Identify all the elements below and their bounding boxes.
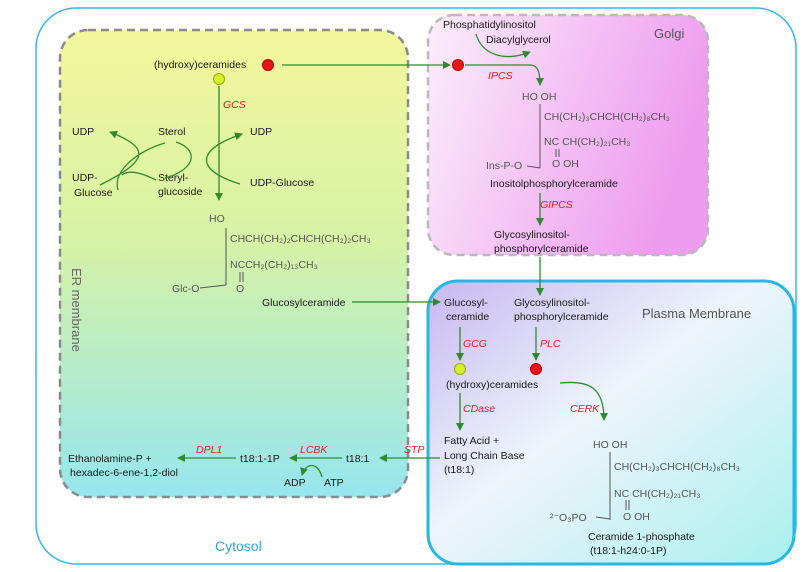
golgi-phosphatidylinositol: Phosphatidylinositol	[443, 19, 536, 31]
pm-gipc-1: Glycosylinositol-	[514, 297, 590, 309]
plc-enzyme: PLC	[540, 338, 561, 350]
er-chain2: NCCH₂(CH₂)₁₃CH₃	[230, 259, 318, 271]
pm-glucosylceramide-2: ceramide	[446, 311, 489, 323]
golgi-chain1: CH(CH₂)₃CHCH(CH₂)₈CH₃	[544, 111, 670, 123]
er-glc-o: Glc-O	[172, 283, 199, 295]
golgi-o-oh: O OH	[552, 158, 579, 170]
pm-chain2: NC CH(CH₂)₂₁CH₃	[614, 488, 701, 500]
cytosol-adp: ADP	[284, 477, 306, 489]
gcs-enzyme: GCS	[223, 99, 246, 111]
pm-fatty-acid-3: (t18:1)	[444, 464, 474, 476]
pm-cer1p-1: Ceramide 1-phosphate	[588, 531, 695, 543]
er-region	[58, 28, 410, 499]
golgi-label: Golgi	[654, 26, 684, 41]
cerk-arrow	[559, 381, 608, 421]
plasma-membrane-label: Plasma Membrane	[642, 306, 751, 321]
ipcs-enzyme: IPCS	[488, 70, 513, 82]
pm-yellow-dot	[454, 363, 466, 375]
er-yellow-dot	[213, 73, 225, 85]
pm-fatty-acid-1: Fatty Acid +	[444, 435, 499, 447]
golgi-region	[426, 13, 710, 257]
ipcs-arrow	[465, 64, 544, 86]
er-membrane-label: ER membrane	[69, 268, 84, 352]
er-ho: HO	[209, 213, 225, 225]
gcg-enzyme: GCG	[463, 338, 487, 350]
er-o: O	[236, 283, 244, 295]
er-udp-glucose-left-2: Glucose	[74, 187, 113, 199]
cytosol-eth-1: Ethanolamine-P +	[68, 453, 152, 465]
cytosol-boundary	[35, 7, 797, 565]
pm-chain1: CH(CH₂)₃CHCH(CH₂)₈CH₃	[614, 461, 740, 473]
er-hydroxyceramides: (hydroxy)ceramides	[154, 59, 246, 71]
er-curve-left-b	[116, 142, 166, 191]
er-red-dot	[262, 59, 274, 71]
er-chain1: CHCH(CH₂)₂CHCH(CH₂)₂CH₃	[230, 233, 371, 245]
golgi-chain2: NC CH(CH₂)₂₁CH₃	[544, 136, 631, 148]
gipcs-enzyme: GIPCS	[540, 199, 573, 211]
er-udp-right: UDP	[250, 126, 272, 138]
lcbk-enzyme: LCBK	[300, 444, 328, 456]
golgi-pi-curve	[475, 33, 531, 59]
pm-glucosylceramide-1: Glucosyl-	[444, 297, 488, 309]
er-udp-glucose-right: UDP-Glucose	[250, 177, 314, 189]
cytosol-t181p: t18:1-1P	[240, 453, 280, 465]
er-steryl-1: Steryl-	[158, 172, 189, 184]
pm-phospho: ²⁻O₃PO	[550, 512, 587, 524]
pm-fatty-acid-2: Long Chain Base	[444, 450, 525, 462]
stp-enzyme: STP	[404, 444, 424, 456]
golgi-diacylglycerol: Diacylglycerol	[486, 34, 551, 46]
cytosol-atp: ATP	[324, 477, 344, 489]
golgi-ins-p-o: Ins-P-O	[486, 160, 522, 172]
cytosol-t181: t18:1	[346, 453, 370, 465]
pm-o-oh: O OH	[623, 511, 650, 523]
pm-gipc-2: phosphorylceramide	[514, 311, 609, 323]
cytosol-eth-2: hexadec-6-ene-1,2-diol	[70, 467, 178, 479]
er-glucosylceramide: Glucosylceramide	[262, 297, 346, 309]
cytosol-label: Cytosol	[215, 538, 262, 554]
er-curve-right-b	[164, 141, 192, 179]
golgi-bond-4	[526, 165, 541, 169]
er-sterol: Sterol	[158, 126, 185, 138]
pm-cer1p-2: (t18:1-h24:0-1P)	[590, 545, 666, 557]
golgi-ipc: Inositolphosphorylceramide	[490, 178, 618, 190]
er-udp-left: UDP	[72, 126, 94, 138]
pm-hydroxyceramides: (hydroxy)ceramides	[446, 379, 538, 391]
pm-ho-oh: HO OH	[593, 439, 627, 451]
plasma-membrane-region	[426, 279, 796, 566]
pm-bond-4	[595, 516, 611, 520]
dpl1-enzyme: DPL1	[196, 444, 222, 456]
atp-adp-curve	[300, 464, 323, 478]
golgi-ho-oh: HO OH	[522, 91, 556, 103]
cerk-enzyme: CERK	[570, 403, 600, 415]
golgi-red-dot	[452, 59, 464, 71]
er-curve-right-a	[206, 132, 243, 185]
golgi-gipc-2: phosphorylceramide	[494, 243, 589, 255]
pm-red-dot	[530, 363, 542, 375]
er-steryl-2: glucoside	[158, 186, 203, 198]
cdase-enzyme: CDase	[463, 403, 495, 415]
er-bond-4	[199, 284, 227, 289]
er-udp-glucose-left-1: UDP-	[72, 172, 98, 184]
golgi-gipc-1: Glycosylinositol-	[494, 229, 570, 241]
